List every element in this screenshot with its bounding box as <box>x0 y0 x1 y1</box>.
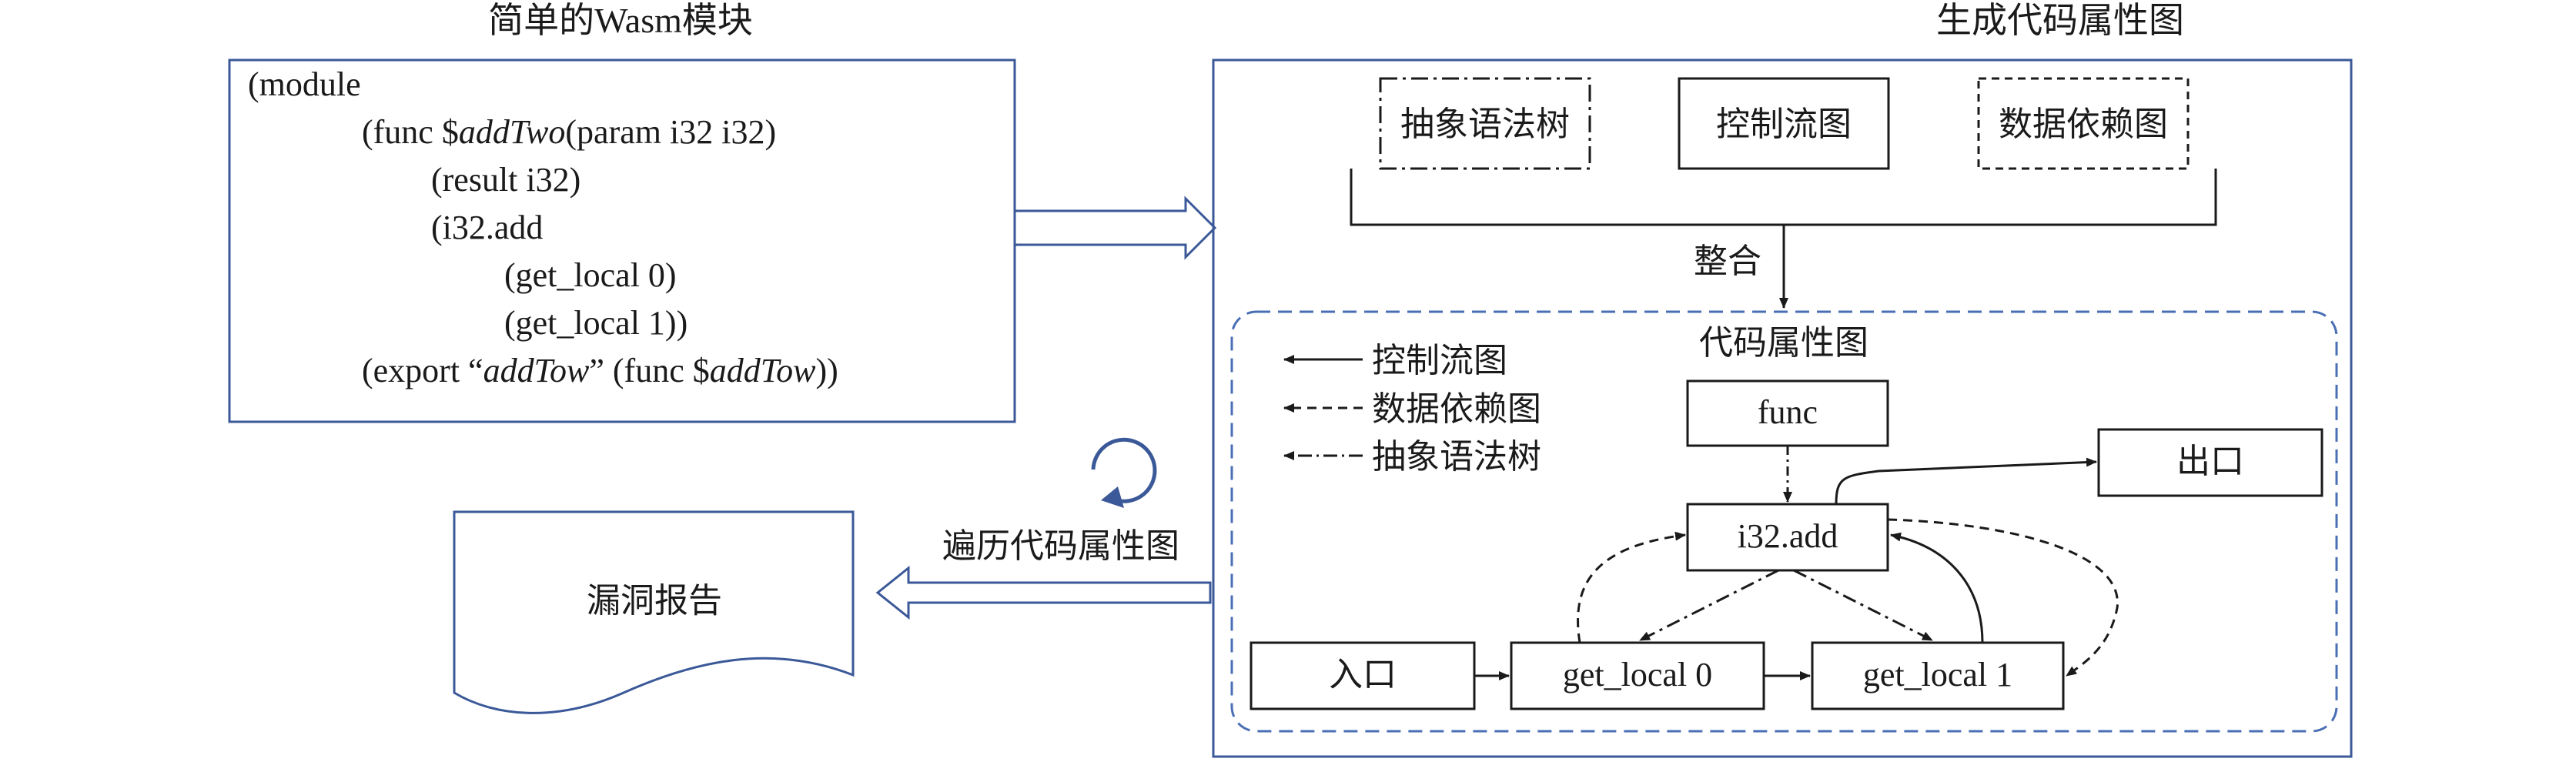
ast-box-label: 抽象语法树 <box>1400 105 1570 143</box>
code-line-part: ” (func $ <box>589 352 709 389</box>
node-i32-add <box>1686 503 1889 572</box>
node-get-local-0 <box>1510 641 1765 710</box>
traverse-arrow <box>875 565 1212 620</box>
node-func-label: func <box>1758 393 1818 431</box>
left-title: 简单的Wasm模块 <box>488 1 753 40</box>
edge-add-to-local1-data <box>1887 518 2119 677</box>
cfg-box-label: 控制流图 <box>1716 105 1852 143</box>
legend-control-flow-label: 控制流图 <box>1372 342 1507 379</box>
cpg-title: 代码属性图 <box>1699 324 1868 362</box>
cfg-box <box>1678 77 1890 170</box>
edge-local0-to-add-data <box>1577 531 1686 643</box>
code-line: (export “addTow” (func $addTow)) <box>362 352 838 389</box>
code-line-part: (i32.add <box>431 209 543 246</box>
node-get-local-1-label: get_local 1 <box>1863 656 2012 693</box>
code-line-part: (result i32) <box>431 161 580 199</box>
code-line-part: addTwo <box>459 113 566 151</box>
ast-box <box>1379 77 1591 170</box>
edge-add-to-local0 <box>1639 569 1779 642</box>
code-line: (i32.add <box>431 209 543 246</box>
cpg-generation-frame <box>1212 58 2353 758</box>
merge-bracket <box>1350 169 2217 226</box>
code-line-part: (param i32 i32) <box>565 113 776 151</box>
node-entry-label: 入口 <box>1329 656 1397 693</box>
code-line-part: (module <box>248 65 361 103</box>
legend-data-dependency-label: 数据依赖图 <box>1372 390 1541 428</box>
code-line-part: )) <box>816 352 838 389</box>
node-get-local-0-label: get_local 0 <box>1563 656 1712 693</box>
node-get-local-1 <box>1811 641 2065 710</box>
code-line-part: (export “ <box>362 352 483 389</box>
edge-add-to-local1 <box>1793 569 1933 642</box>
node-exit <box>2097 428 2323 497</box>
edge-add-to-exit <box>1835 457 2097 505</box>
code-line-part: (get_local 1)) <box>504 304 687 342</box>
code-line: (module <box>248 65 361 103</box>
code-line-part: addTow <box>483 352 590 389</box>
pdg-box-label: 数据依赖图 <box>1999 105 2168 143</box>
node-exit-label: 出口 <box>2176 443 2244 480</box>
code-lines: (module(func $addTwo(param i32 i32) (resu… <box>248 65 838 389</box>
code-line-part: (get_local 0) <box>504 256 677 294</box>
legend-ast-label: 抽象语法树 <box>1372 438 1541 476</box>
loop-icon <box>1091 437 1157 503</box>
merge-label: 整合 <box>1694 242 1761 280</box>
right-title: 生成代码属性图 <box>1936 1 2184 40</box>
node-entry <box>1250 641 1476 710</box>
code-line: (get_local 0) <box>504 256 677 294</box>
code-line: (func $addTwo(param i32 i32) <box>362 113 776 151</box>
generate-arrow <box>1013 196 1217 260</box>
traverse-label: 遍历代码属性图 <box>942 527 1179 565</box>
code-line-part: (func $ <box>362 113 459 151</box>
node-func <box>1686 379 1889 447</box>
code-line-part: addTow <box>710 352 816 389</box>
report-label: 漏洞报告 <box>587 582 722 620</box>
report-document <box>453 510 855 714</box>
loop-icon-arrowhead <box>1101 486 1124 508</box>
edge-local1-to-add <box>1890 532 1984 643</box>
pdg-box <box>1977 77 2190 170</box>
cpg-region <box>1230 310 2338 733</box>
node-i32-add-label: i32.add <box>1738 517 1838 555</box>
code-line: (get_local 1)) <box>504 304 687 342</box>
code-line: (result i32) <box>431 161 580 199</box>
